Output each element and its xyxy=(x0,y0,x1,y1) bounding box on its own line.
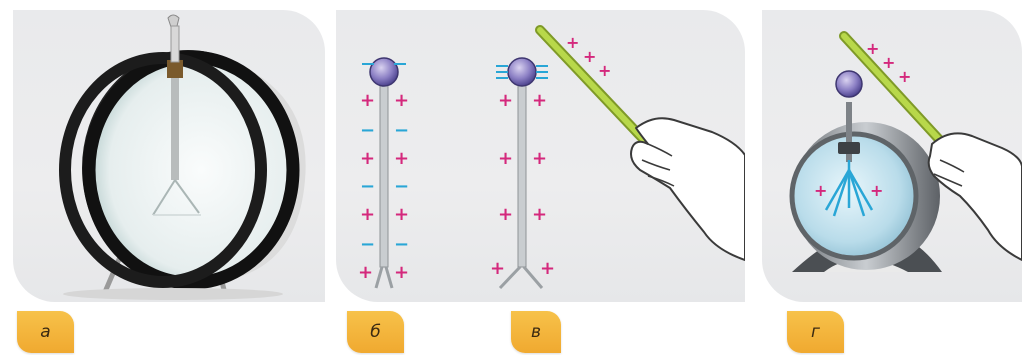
label-a-text: а xyxy=(17,322,74,342)
charge-plus: + xyxy=(498,90,513,111)
charge-plus: + xyxy=(532,148,547,169)
charge-plus: + xyxy=(360,90,375,111)
charge-plus: + xyxy=(540,258,555,279)
panel-a-electroscope-photo xyxy=(13,10,325,302)
charge-plus: + xyxy=(394,204,409,225)
panel-g-electroscope-with-rod: + + + + + xyxy=(762,10,1022,302)
charge-plus: + xyxy=(532,90,547,111)
charge-plus: + xyxy=(583,47,596,66)
charge-plus: + xyxy=(394,90,409,111)
charge-minus: − xyxy=(394,234,409,255)
electroscope-photo-icon xyxy=(13,10,325,302)
label-v: в xyxy=(511,311,561,353)
label-b-text: б xyxy=(347,322,404,342)
label-g: г xyxy=(787,311,844,353)
label-b: б xyxy=(347,311,404,353)
charge-plus: + xyxy=(360,148,375,169)
charge-minus: − xyxy=(360,120,375,141)
charge-plus: + xyxy=(360,204,375,225)
charge-plus: + xyxy=(358,262,373,283)
charge-plus: + xyxy=(566,33,579,52)
electroscope-charge-diagram-icon: + + + + + + + + − − − − − − xyxy=(336,10,745,302)
charge-plus: + xyxy=(498,148,513,169)
charge-plus: + xyxy=(598,61,611,80)
charge-plus: + xyxy=(490,258,505,279)
charge-plus: + xyxy=(394,262,409,283)
charge-plus: + xyxy=(394,148,409,169)
charge-plus: + xyxy=(532,204,547,225)
charge-minus: − xyxy=(394,176,409,197)
charge-plus: + xyxy=(898,67,911,86)
charged-rod-hand-icon xyxy=(540,30,745,260)
label-g-text: г xyxy=(787,322,844,342)
label-v-text: в xyxy=(511,322,561,342)
charge-plus: + xyxy=(498,204,513,225)
charge-plus: + xyxy=(870,181,883,200)
charge-plus: + xyxy=(814,181,827,200)
charge-minus: − xyxy=(394,120,409,141)
charge-plus: + xyxy=(866,39,879,58)
label-a: а xyxy=(17,311,74,353)
charge-plus: + xyxy=(882,53,895,72)
charge-minus: − xyxy=(360,176,375,197)
charge-minus: − xyxy=(360,234,375,255)
rod-charges: + + + xyxy=(566,33,611,80)
electroscope-with-rod-charges: + + + + + xyxy=(762,10,1022,302)
panel-b-v-charge-diagrams: + + + + + + + + − − − − − − xyxy=(336,10,745,302)
